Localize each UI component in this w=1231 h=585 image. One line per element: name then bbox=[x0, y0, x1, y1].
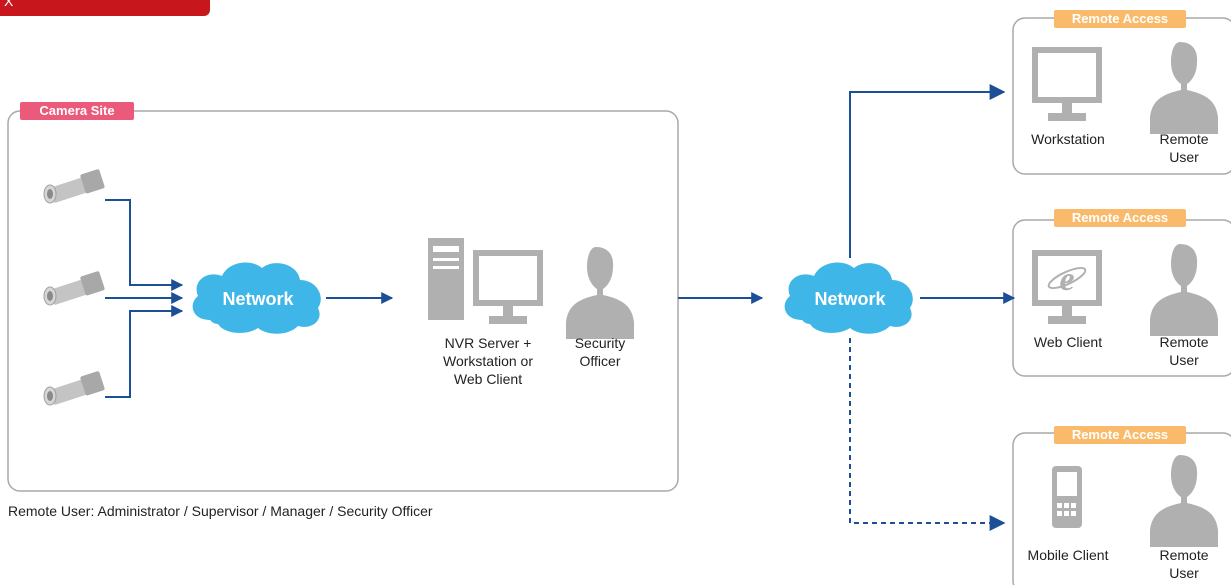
camera-link-3 bbox=[105, 305, 184, 398]
link-network-to-workstation bbox=[849, 84, 1006, 258]
camera-icon bbox=[43, 270, 106, 306]
camera-site-tag: Camera Site bbox=[20, 102, 134, 120]
web-client-label: Web Client bbox=[1033, 334, 1103, 350]
camera-icon bbox=[43, 168, 106, 204]
workstation-icon bbox=[1032, 47, 1102, 121]
remote-user-label: Remote User bbox=[1159, 547, 1209, 581]
remote-access-tag: Remote Access bbox=[1054, 426, 1186, 444]
mobile-phone-icon bbox=[1052, 466, 1082, 528]
link-network-to-mobile-client bbox=[849, 338, 1006, 531]
remote-user-icon bbox=[1150, 455, 1218, 547]
server-tower-icon bbox=[428, 238, 464, 320]
workstation-monitor-icon bbox=[473, 250, 543, 324]
remote-user-label: Remote User bbox=[1159, 334, 1209, 368]
camera-icon bbox=[43, 370, 106, 406]
remote-user-label: Remote User bbox=[1159, 131, 1209, 165]
nvr-server-label: NVR Server + Workstation or Web Client bbox=[443, 335, 533, 387]
mobile-client-label: Mobile Client bbox=[1027, 547, 1109, 563]
remote-user-note: Remote User: Administrator / Supervisor … bbox=[8, 503, 433, 519]
remote-user-icon bbox=[1150, 42, 1218, 134]
header-tab: X bbox=[0, 0, 210, 16]
workstation-label: Workstation bbox=[1031, 131, 1105, 147]
remote-access-tag: Remote Access bbox=[1054, 209, 1186, 227]
header-tab-label: X bbox=[4, 0, 14, 9]
security-officer-label: Security Officer bbox=[574, 335, 626, 369]
camera-link-1 bbox=[105, 199, 184, 291]
svg-text:e: e bbox=[1059, 261, 1074, 298]
remote-access-tag: Remote Access bbox=[1054, 10, 1186, 28]
web-client-icon: e bbox=[1032, 250, 1102, 324]
camera-site-box bbox=[7, 110, 679, 492]
remote-user-icon bbox=[1150, 244, 1218, 336]
network-label: Network bbox=[222, 289, 294, 309]
security-officer-icon bbox=[566, 247, 634, 339]
network-label: Network bbox=[814, 289, 886, 309]
